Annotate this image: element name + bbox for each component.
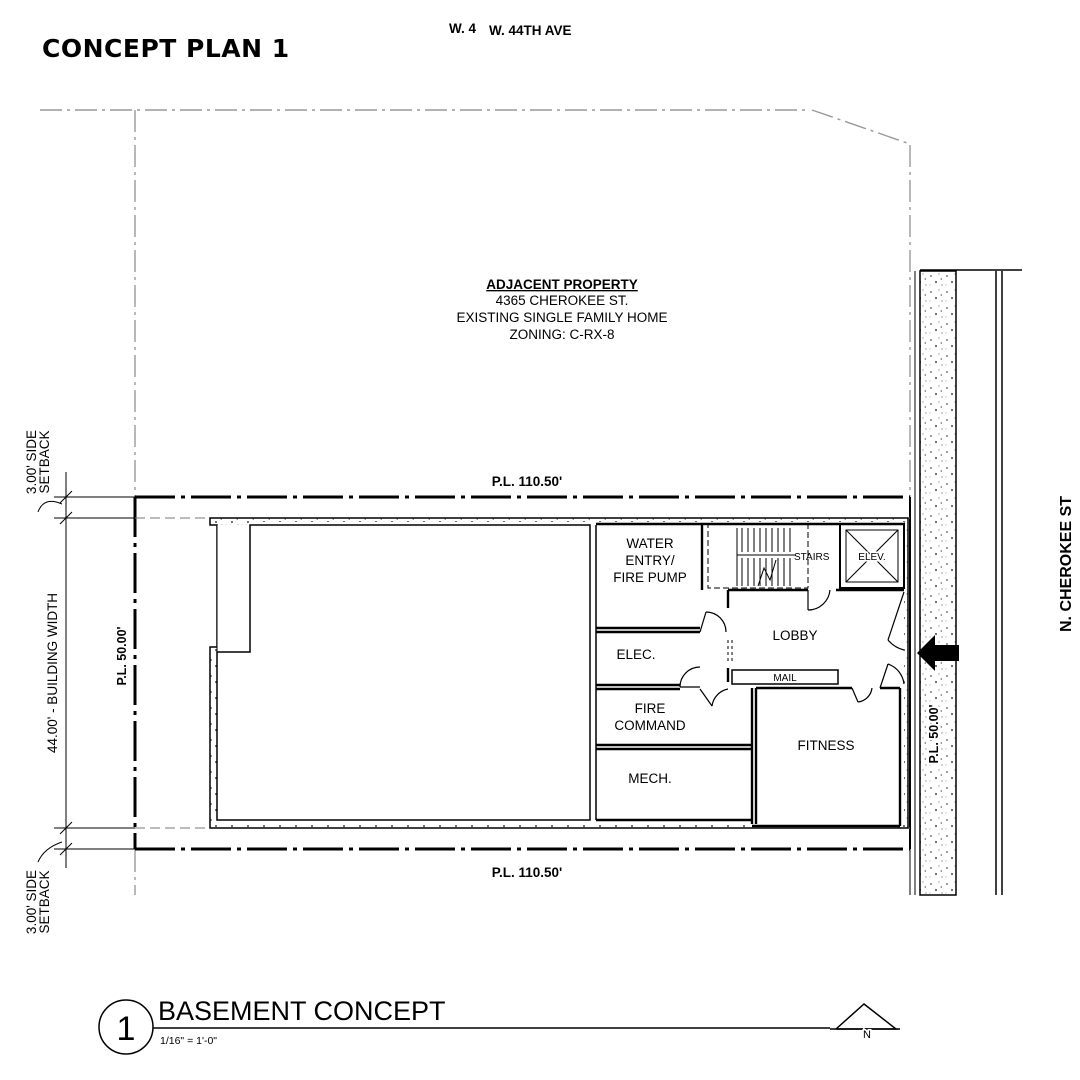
setback-bottom-line2: SETBACK	[37, 870, 52, 933]
room-label-mail: MAIL	[773, 673, 797, 684]
dimension-pl-right: P.L. 50.00'	[927, 704, 941, 763]
building-width-label: 44.00' - BUILDING WIDTH	[45, 593, 60, 753]
room-label-fire-command-1: FIRE	[635, 701, 666, 716]
building-width-dimension	[37, 472, 135, 868]
door-swings	[679, 589, 905, 707]
room-label-water-2: ENTRY/	[625, 553, 675, 568]
room-label-fitness: FITNESS	[797, 738, 854, 753]
elevator-shaft	[839, 523, 905, 589]
stair-treads	[736, 528, 795, 587]
dimension-pl-left: P.L. 50.00'	[115, 626, 129, 685]
room-label-lobby: LOBBY	[772, 628, 817, 643]
room-label-fire-command-2: COMMAND	[614, 718, 685, 733]
north-arrow-label: N	[863, 1029, 871, 1041]
setback-top-line1: 3.00' SIDE	[24, 430, 39, 494]
elevator-x-2	[845, 529, 899, 583]
elevator-car	[845, 529, 899, 583]
property-line-boundary	[133, 495, 910, 851]
room-label-stairs: STAIRS	[794, 552, 830, 563]
room-label-mech: MECH.	[628, 771, 672, 786]
adjacent-property-title: ADJACENT PROPERTY	[486, 277, 638, 292]
mail-counter	[731, 669, 839, 685]
page-title: CONCEPT PLAN 1	[42, 34, 290, 63]
street-label-w44th: W. 44TH AVE	[489, 23, 572, 38]
north-arrow-icon	[835, 1003, 899, 1030]
room-label-elec: ELEC.	[616, 647, 655, 662]
adjacent-property-description: EXISTING SINGLE FAMILY HOME	[456, 310, 667, 325]
drawing-name: BASEMENT CONCEPT	[158, 996, 446, 1026]
entry-arrow-icon	[917, 635, 959, 671]
adjacent-property-zoning: ZONING: C-RX-8	[509, 327, 614, 342]
sidewalk-hatch	[919, 270, 957, 896]
drawing-number: 1	[117, 1010, 136, 1048]
room-label-water-1: WATER	[626, 536, 673, 551]
dimension-pl-bottom: P.L. 110.50'	[492, 865, 563, 880]
drawing-scale: 1/16" = 1'-0"	[160, 1035, 217, 1047]
dimension-pl-top: P.L. 110.50'	[492, 474, 563, 489]
drawing-number-circle	[98, 999, 154, 1055]
room-label-elevator: ELEV.	[858, 552, 885, 563]
street-label-overlap: W. 4	[449, 21, 476, 36]
adjacent-property-lines	[40, 109, 911, 895]
street-label-cherokee: N. CHEROKEE ST	[1058, 496, 1075, 632]
setback-top-line2: SETBACK	[37, 430, 52, 493]
room-label-water-3: FIRE PUMP	[613, 570, 687, 585]
setback-bottom-line1: 3.00' SIDE	[24, 870, 39, 934]
stair-enclosure	[707, 523, 809, 589]
parking-area	[216, 524, 591, 821]
adjacent-property-address: 4365 CHEROKEE ST.	[496, 293, 629, 308]
